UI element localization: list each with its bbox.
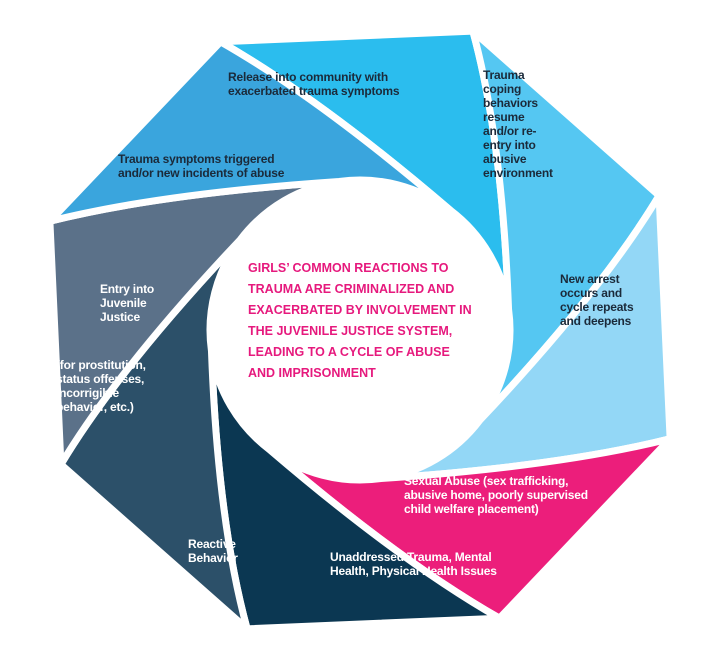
center-line: THE JUVENILE JUSTICE SYSTEM, [248,324,453,338]
center-line: EXACERBATED BY INVOLVEMENT IN [248,303,472,317]
label-coping: Trauma coping behaviors resume and/or re… [483,68,553,180]
center-line: GIRLS’ COMMON REACTIONS TO [248,261,449,275]
center-statement: GIRLS’ COMMON REACTIONS TO TRAUMA ARE CR… [248,258,488,384]
label-sexual-abuse: Sexual Abuse (sex trafficking, abusive h… [404,474,588,516]
label-trauma-triggered: Trauma symptoms triggered and/or new inc… [118,152,285,180]
center-circle [208,178,512,482]
label-unaddressed-trauma: Unaddressed Trauma, Mental Health, Physi… [330,550,497,578]
label-reactive-behavior: Reactive Behavior [188,537,238,565]
center-line: LEADING TO A CYCLE OF ABUSE [248,345,450,359]
label-new-arrest: New arrest occurs and cycle repeats and … [560,272,634,328]
label-entry-examples: (for prostitution, status offenses, inco… [56,358,146,414]
label-release: Release into community with exacerbated … [228,70,400,98]
center-line: TRAUMA ARE CRIMINALIZED AND [248,282,455,296]
center-line: AND IMPRISONMENT [248,366,376,380]
label-entry-juvenile-justice: Entry into Juvenile Justice [100,282,154,324]
